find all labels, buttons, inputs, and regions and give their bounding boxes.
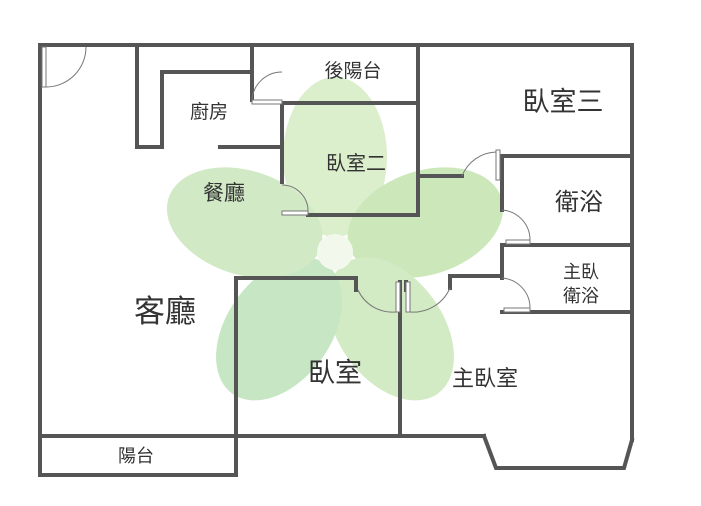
- entry-door: [41, 46, 87, 88]
- bedroom-3-door: [461, 149, 501, 181]
- doors: [41, 46, 531, 313]
- master-bath-label-line1: 主臥: [563, 262, 599, 283]
- bedroom-door: [357, 281, 401, 313]
- master-bath-door: [501, 277, 531, 313]
- kitchen-label: 廚房: [190, 100, 228, 123]
- kitchen-door: [251, 71, 283, 105]
- bedroom-label: 臥室: [308, 358, 362, 389]
- master-bedroom-label: 主臥室: [452, 367, 518, 392]
- bedroom-2-label: 臥室二: [326, 151, 386, 175]
- walls: [38, 43, 635, 477]
- room-labels: 後陽台 廚房 臥室三 臥室二 餐廳 衛浴 主臥 衛浴 客廳 臥室 主臥室 陽台: [118, 60, 604, 467]
- living-room-label: 客廳: [134, 294, 196, 330]
- bathroom-label: 衛浴: [555, 188, 603, 216]
- bathroom-door: [501, 209, 531, 245]
- balcony-label: 陽台: [118, 446, 154, 467]
- back-balcony-label: 後陽台: [324, 60, 381, 82]
- dining-label: 餐廳: [203, 181, 245, 205]
- bedroom-3-label: 臥室三: [523, 87, 604, 118]
- bedroom-2-door: [281, 184, 309, 216]
- master-bath-label-line2: 衛浴: [563, 286, 599, 307]
- clover-logo-watermark: [166, 77, 504, 401]
- master-bedroom-door: [405, 281, 451, 313]
